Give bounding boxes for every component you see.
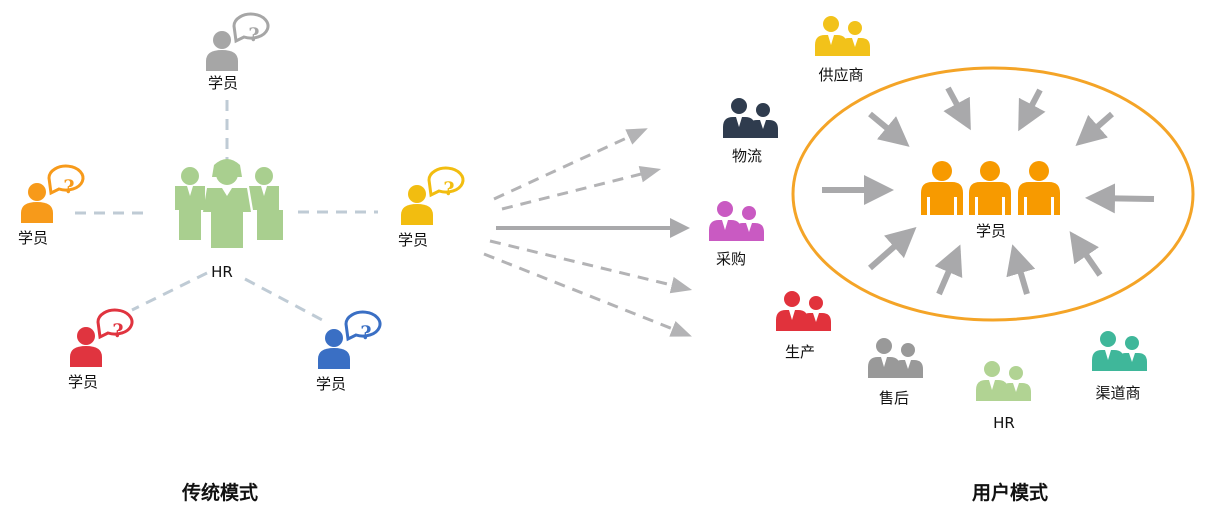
svg-text:?: ? — [248, 24, 259, 46]
center-student-label: 学员 — [976, 222, 1006, 240]
person-pair-icon — [723, 98, 778, 138]
svg-text:?: ? — [63, 176, 74, 198]
person-question-icon: ? — [206, 12, 270, 71]
arrow-in-1 — [943, 86, 971, 131]
arrow-in-7 — [868, 227, 917, 271]
hr-label: HR — [211, 263, 233, 281]
arrow-in-10 — [1069, 231, 1103, 277]
arrow-in-8 — [934, 244, 963, 296]
traditional-connectors — [75, 100, 378, 324]
person-pair-icon — [815, 16, 870, 56]
user-mode-ellipse — [791, 66, 1195, 322]
arrow-in-2 — [1018, 88, 1046, 132]
arrow-in-3 — [868, 111, 910, 147]
student-label-top: 学员 — [208, 74, 238, 92]
question-bubble-icon: ? — [232, 12, 270, 46]
dashed-arrow-3 — [489, 239, 693, 294]
person-question-icon: ? — [70, 308, 134, 367]
question-bubble-icon: ? — [47, 164, 85, 198]
dashed-arrow-1 — [493, 128, 648, 201]
svg-text:?: ? — [443, 178, 454, 200]
role-label-logistics: 物流 — [732, 147, 762, 165]
person-pair-icon — [709, 201, 764, 241]
role-label-hr: HR — [993, 414, 1015, 432]
person-question-icon: ? — [21, 164, 85, 223]
student-label-middle: 学员 — [398, 231, 428, 249]
person-pair-icon — [1092, 331, 1147, 371]
person-pair-icon — [776, 291, 831, 331]
student-label-left: 学员 — [18, 229, 48, 247]
question-bubble-icon: ? — [344, 310, 382, 344]
role-label-purchasing: 采购 — [716, 250, 746, 268]
student-group-icon — [921, 161, 1060, 215]
connector-bottom-left — [131, 271, 208, 312]
dashed-arrow-2 — [501, 165, 662, 211]
question-bubble-icon: ? — [427, 166, 465, 200]
arrow-in-6 — [1085, 183, 1155, 214]
arrow-in-9 — [1006, 244, 1036, 295]
person-question-icon: ? — [401, 166, 465, 225]
svg-text:?: ? — [360, 322, 371, 344]
role-label-production: 生产 — [785, 343, 815, 361]
arrow-in-4 — [1075, 111, 1114, 146]
student-label-bottom-left: 学员 — [68, 373, 98, 391]
dashed-arrow-4 — [483, 252, 692, 337]
svg-text:?: ? — [112, 320, 123, 342]
user-mode-title: 用户模式 — [972, 481, 1048, 504]
hr-group-icon — [175, 159, 283, 248]
role-label-supplier: 供应商 — [818, 66, 863, 84]
person-question-icon: ? — [318, 310, 382, 369]
transition-arrows — [483, 128, 693, 337]
traditional-mode-title: 传统模式 — [181, 481, 258, 504]
person-pair-icon — [976, 361, 1031, 401]
inward-arrows — [822, 86, 1155, 296]
role-label-channel: 渠道商 — [1095, 384, 1140, 402]
question-bubble-icon: ? — [96, 308, 134, 342]
student-label-bottom-right: 学员 — [316, 375, 346, 393]
person-pair-icon — [868, 338, 923, 378]
role-label-after-sales: 售后 — [879, 389, 909, 407]
connector-bottom-right — [244, 277, 327, 324]
